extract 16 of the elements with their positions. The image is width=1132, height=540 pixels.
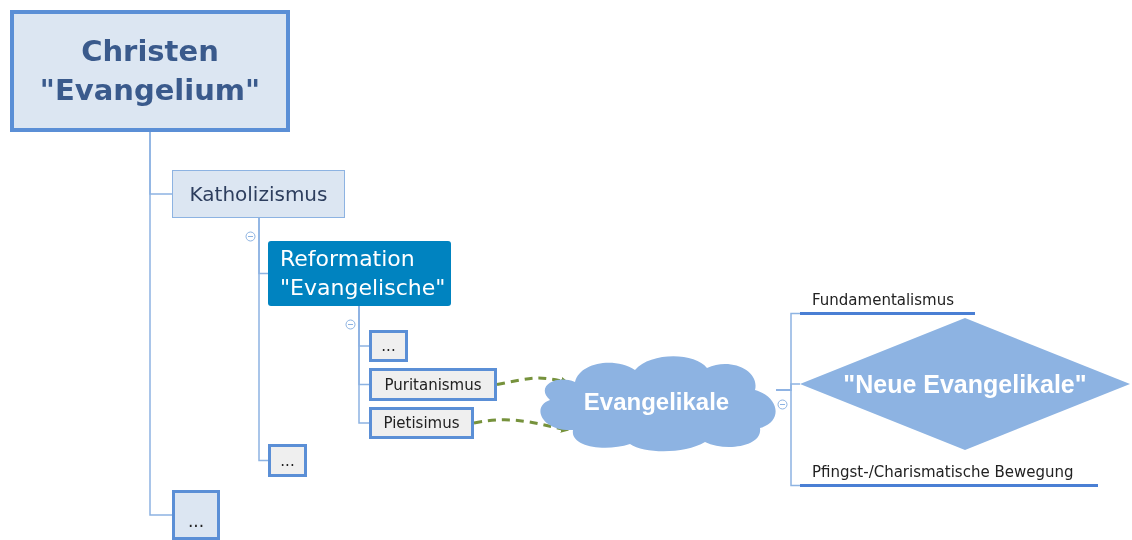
connector-line — [258, 217, 269, 462]
subtopic-box: ... — [268, 444, 307, 477]
dashed-arrow — [473, 418, 569, 433]
subtopic-label: Pfingst-/Charismatische Bewegung — [800, 459, 1098, 487]
topic-box: Christen "Evangelium" — [10, 10, 290, 132]
subtopic-box: ... — [369, 330, 408, 362]
topic-box: ... — [172, 490, 220, 540]
diamond-shape: "Neue Evangelikale" — [800, 318, 1130, 450]
connector-line — [358, 305, 370, 424]
topic-box: Katholizismus — [172, 170, 345, 218]
connector-line — [775, 389, 801, 487]
subtopic-box: Pietisimus — [369, 407, 474, 439]
connector-line — [149, 131, 173, 516]
subtopic-box: Puritanismus — [369, 368, 497, 401]
subtopic-label: Fundamentalismus — [800, 287, 975, 315]
topic-box: Reformation "Evangelische" — [268, 241, 451, 306]
